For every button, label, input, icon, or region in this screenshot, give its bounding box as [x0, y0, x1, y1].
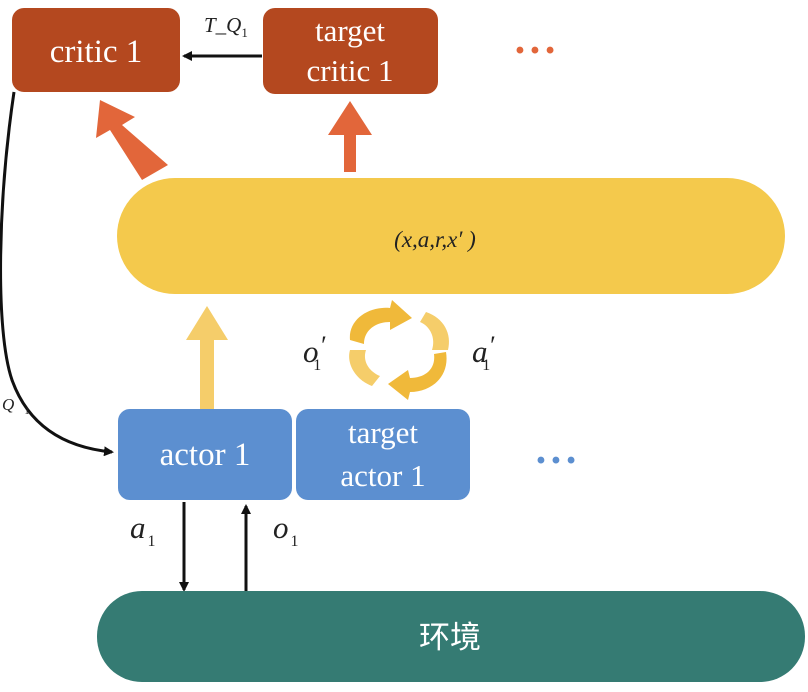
replay-buffer-label: (x,a,r,x′ ) [394, 227, 476, 252]
target-critic-label-line2: critic 1 [307, 53, 394, 88]
target-actor-label-line2: actor 1 [340, 458, 425, 493]
environment-label: 环境 [419, 620, 481, 656]
critic-to-actor-q-arrow [0, 91, 114, 457]
replay-buffer-box [117, 178, 785, 294]
actor-ellipsis: • • • [537, 447, 576, 474]
environment-node: 环境 [97, 591, 805, 682]
actor-label: actor 1 [160, 437, 251, 473]
cycle-icon [349, 300, 450, 400]
target-actor-node: target actor 1 [296, 409, 470, 500]
target-critic-node: target critic 1 [263, 8, 438, 94]
act-prime-label: a′1 [472, 331, 495, 374]
critic-box [12, 8, 180, 92]
actor-node: actor 1 [118, 409, 292, 500]
environment-box [97, 591, 805, 682]
actor-to-buffer-arrow [186, 306, 228, 410]
target-actor-box [296, 409, 470, 500]
target-q-label: T_Q1 [204, 13, 248, 40]
buffer-to-critic-arrow [96, 100, 168, 180]
target-actor-label-line1: target [348, 415, 418, 450]
actor-box [118, 409, 292, 500]
critic-ellipsis: • • • [516, 37, 555, 64]
obs-prime-label: o′1 [303, 331, 326, 374]
buffer-to-target-critic-arrow [328, 101, 372, 172]
replay-buffer: (x,a,r,x′ ) [117, 178, 785, 294]
critic-label: critic 1 [50, 34, 143, 70]
critic-node: critic 1 [12, 8, 180, 92]
target-critic-box [263, 8, 438, 94]
target-critic-label-line1: target [315, 13, 385, 48]
